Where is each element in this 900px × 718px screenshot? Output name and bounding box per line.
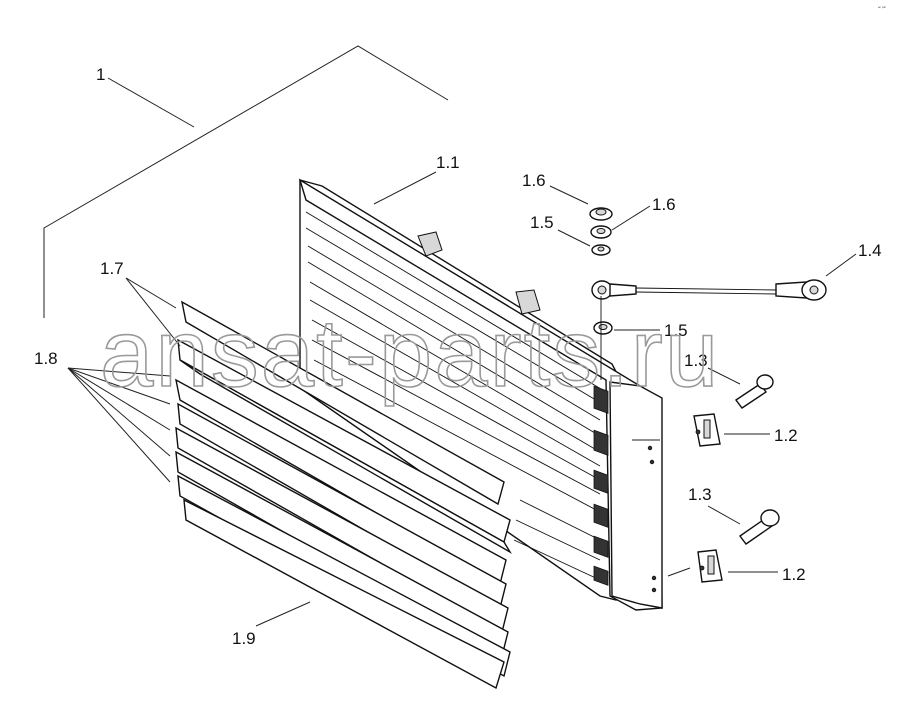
callout-1-4: 1.4 <box>858 241 882 260</box>
callout-1-6a: 1.6 <box>522 171 546 190</box>
callout-1-6b: 1.6 <box>652 195 676 214</box>
assembly-bracket-1 <box>43 45 449 318</box>
leader-lines <box>67 171 857 627</box>
callout-1-5b: 1.5 <box>664 321 688 340</box>
callout-1-1: 1.1 <box>436 153 460 172</box>
callout-1-3a: 1.3 <box>684 351 708 370</box>
stay-rod-1-4 <box>591 279 827 380</box>
callout-labels: 1 1.1 1.6 1.6 1.5 1.4 1.5 1.3 1.2 1.3 1.… <box>34 65 882 648</box>
callout-1-2b: 1.2 <box>782 565 806 584</box>
corner-mark: ᵃⁿ ᵖᵃʳ <box>878 5 886 10</box>
callout-1-5a: 1.5 <box>530 213 554 232</box>
hinge-upper <box>693 413 721 447</box>
callout-1-3b: 1.3 <box>688 485 712 504</box>
bolt-lower <box>739 509 780 545</box>
bolt-upper <box>734 374 774 409</box>
callout-1: 1 <box>96 65 105 84</box>
callout-1-2a: 1.2 <box>774 426 798 445</box>
grille-frame-1-1 <box>298 178 663 611</box>
callout-1-9: 1.9 <box>232 629 256 648</box>
callout-1-7: 1.7 <box>100 259 124 278</box>
louvre-slats <box>175 300 512 690</box>
hinge-lower <box>697 549 723 583</box>
callout-1-8: 1.8 <box>34 349 58 368</box>
watermark-text: ansat-parts.ru <box>100 300 720 407</box>
